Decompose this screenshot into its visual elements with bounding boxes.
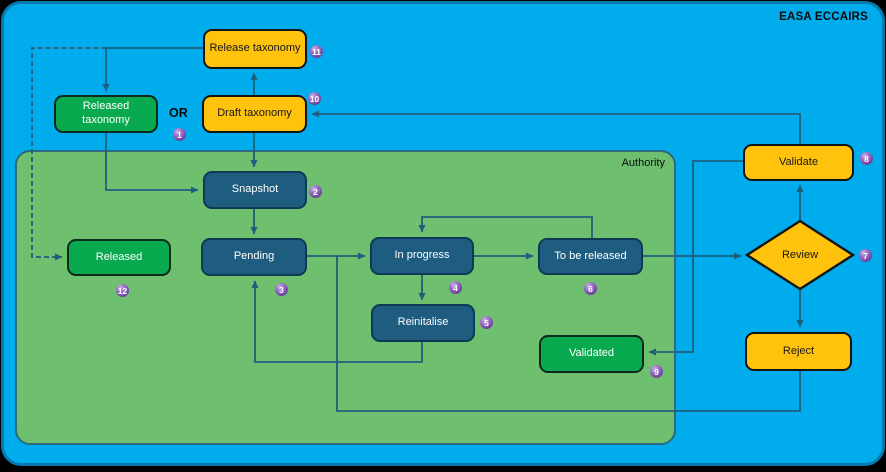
edge-validate-to-draft [311, 110, 801, 144]
step-badge-6: 6 [584, 282, 597, 295]
node-validate: Validate [743, 144, 854, 181]
edge-release-to-released-taxonomy [102, 47, 203, 92]
step-badge-10: 10 [308, 92, 321, 105]
node-reject: Reject [745, 332, 852, 371]
authority-label: Authority [621, 157, 665, 169]
node-reinitalise: Reinitalise [371, 304, 475, 342]
step-badge-7: 7 [859, 249, 872, 262]
node-release-taxonomy: Release taxonomy [203, 29, 307, 69]
node-label: Released [95, 250, 143, 263]
review-diamond-shape [744, 219, 856, 291]
step-badge-12: 12 [116, 284, 129, 297]
page-title: EASA ECCAIRS [779, 11, 868, 23]
node-label: Reinitalise [397, 316, 449, 329]
node-pending: Pending [201, 238, 307, 276]
node-label: In progress [394, 249, 450, 262]
node-label: Released taxonomy [82, 100, 130, 126]
node-label: Draft taxonomy [217, 107, 292, 120]
node-label: Pending [233, 250, 275, 263]
step-badge-11: 11 [310, 45, 323, 58]
node-label: Review [781, 249, 819, 261]
node-validated: Validated [539, 335, 644, 373]
step-badge-3: 3 [275, 283, 288, 296]
step-badge-1: 1 [173, 128, 186, 141]
node-label: To be released [554, 249, 627, 262]
step-badge-8: 8 [860, 152, 873, 165]
step-badge-9: 9 [650, 365, 663, 378]
node-label: Validated [568, 347, 615, 360]
node-snapshot: Snapshot [203, 171, 307, 209]
node-in-progress: In progress [370, 237, 474, 275]
node-review: Review [744, 218, 856, 292]
node-label: Validate [779, 155, 818, 168]
or-label: OR [169, 106, 188, 120]
authority-container: Authority [15, 150, 676, 445]
node-released-taxonomy: Released taxonomy [54, 95, 158, 133]
node-label: Snapshot [231, 183, 279, 196]
node-released: Released [67, 239, 171, 276]
node-label: Release taxonomy [209, 42, 301, 55]
node-label: Reject [782, 344, 815, 357]
step-badge-4: 4 [449, 281, 462, 294]
node-draft-taxonomy: Draft taxonomy [202, 95, 307, 133]
node-to-be-released: To be released [538, 238, 643, 275]
step-badge-2: 2 [309, 185, 322, 198]
step-badge-5: 5 [480, 316, 493, 329]
